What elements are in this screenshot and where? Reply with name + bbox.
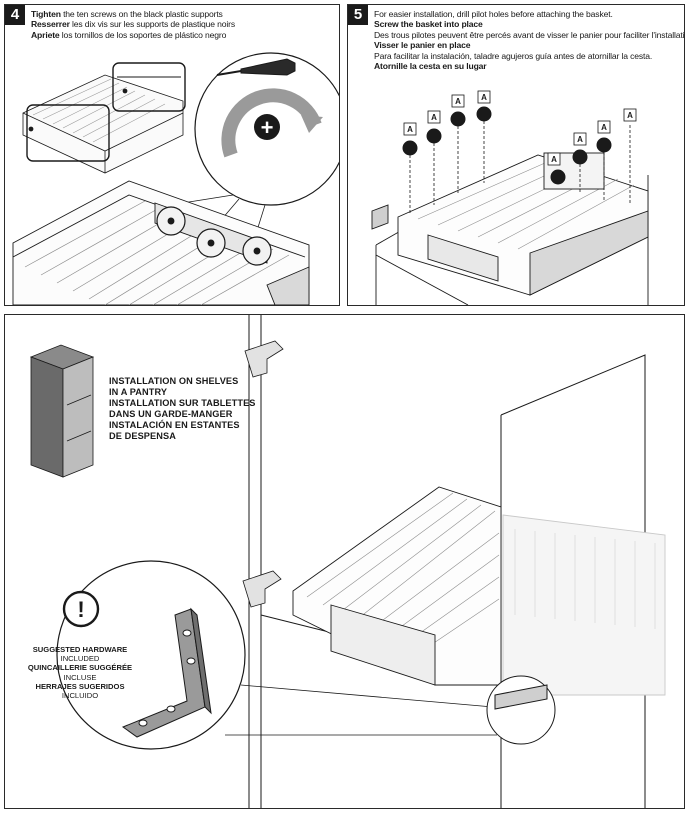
hardware-fr-sub: INCLUSE	[63, 672, 97, 682]
screw-1: A	[402, 122, 418, 215]
pantry-installation-panel: ! INSTALLATION ON SHELVES IN A PANTRY IN…	[4, 314, 685, 809]
warning-icon: !	[62, 590, 100, 628]
step-5-line-3: Des trous pilotes peuvent être percés av…	[374, 29, 685, 40]
step-4-panel: 4 Tighten the ten screws on the black pl…	[4, 4, 340, 306]
plus-icon: +	[254, 114, 280, 140]
screw-4-badge: A	[481, 93, 487, 102]
pantry-caption-en-2: IN A PANTRY	[109, 387, 168, 397]
pantry-caption-fr-2: DANS UN GARDE-MANGER	[109, 409, 233, 419]
step-5-line-6: Atornille la cesta en su lugar	[374, 61, 487, 72]
screw-5: A	[547, 152, 566, 185]
screw-7-badge: A	[601, 123, 607, 132]
screw-2-badge: A	[431, 113, 437, 122]
step-4-fr-text: les dix vis sur les supports de plastiqu…	[69, 19, 236, 30]
screw-4: A	[476, 90, 492, 183]
pull-out-basket	[292, 486, 666, 696]
hardware-es: HERRAJES SUGERIDOS	[35, 681, 125, 691]
screw-markers: A A A A A	[402, 90, 637, 215]
screw-8: A	[623, 108, 637, 205]
screw-2: A	[426, 110, 442, 205]
hardware-caption: SUGGESTED HARDWARE INCLUDED QUINCAILLERI…	[25, 645, 135, 700]
step-5-line-1: For easier installation, drill pilot hol…	[374, 9, 613, 19]
step-5-illustration: A A A A A	[371, 90, 649, 305]
screw-8-badge: A	[627, 111, 633, 120]
hardware-fr: QUINCAILLERIE SUGGÉRÉE	[27, 663, 133, 673]
warning-symbol: !	[77, 597, 84, 622]
step-4-es-bold: Apriete	[31, 29, 60, 40]
screw-6: A	[572, 132, 588, 193]
step-4-es-text: los tornillos de los soportes de plástic…	[59, 29, 227, 40]
pantry-caption-es-2: DE DESPENSA	[109, 431, 176, 441]
pantry-caption-fr-1: INSTALLATION SUR TABLETTES	[109, 398, 256, 408]
step-4-fr-bold: Resserrer	[31, 19, 70, 30]
step-4-en-text: the ten screws on the black plastic supp…	[60, 9, 223, 19]
step-5-line-4: Visser le panier en place	[374, 40, 471, 51]
pantry-caption: INSTALLATION ON SHELVES IN A PANTRY INST…	[109, 376, 256, 442]
hardware-en-sub: INCLUDED	[60, 654, 100, 664]
door-hinge-top	[244, 340, 284, 378]
step-4-instructions: Tighten the ten screws on the black plas…	[31, 9, 235, 40]
step-number-5: 5	[348, 5, 368, 25]
screw-3-badge: A	[455, 97, 461, 106]
hardware-es-sub: INCLUIDO	[61, 691, 99, 701]
door-hinge-bottom	[242, 570, 282, 608]
pantry-caption-en-1: INSTALLATION ON SHELVES	[109, 376, 239, 386]
basket-overview-inset	[22, 62, 186, 174]
pantry-illustration: !	[29, 315, 666, 808]
step-number-4: 4	[5, 5, 25, 25]
hardware-en: SUGGESTED HARDWARE	[32, 645, 128, 654]
step-4-en-bold: Tighten	[31, 9, 61, 19]
step-5-line-5: Para facilitar la instalación, taladre a…	[374, 50, 653, 61]
pantry-caption-es-1: INSTALACIÓN EN ESTANTES	[109, 420, 240, 430]
plus-glyph: +	[261, 115, 274, 140]
screw-6-badge: A	[577, 135, 583, 144]
screw-3: A	[450, 94, 466, 193]
step-5-line-2: Screw the basket into place	[374, 19, 483, 30]
screw-7: A	[596, 120, 612, 201]
basket-in-cabinet	[371, 152, 649, 296]
step-5-instructions: For easier installation, drill pilot hol…	[374, 9, 685, 72]
pantry-cabinet-icon	[29, 344, 95, 478]
screw-5-badge: A	[551, 155, 557, 164]
step-4-illustration: +	[12, 52, 339, 305]
screw-1-badge: A	[407, 125, 413, 134]
basket-large-view	[12, 180, 310, 305]
l-bracket-icon	[121, 607, 212, 738]
step-5-panel: 5 For easier installation, drill pilot h…	[347, 4, 685, 306]
